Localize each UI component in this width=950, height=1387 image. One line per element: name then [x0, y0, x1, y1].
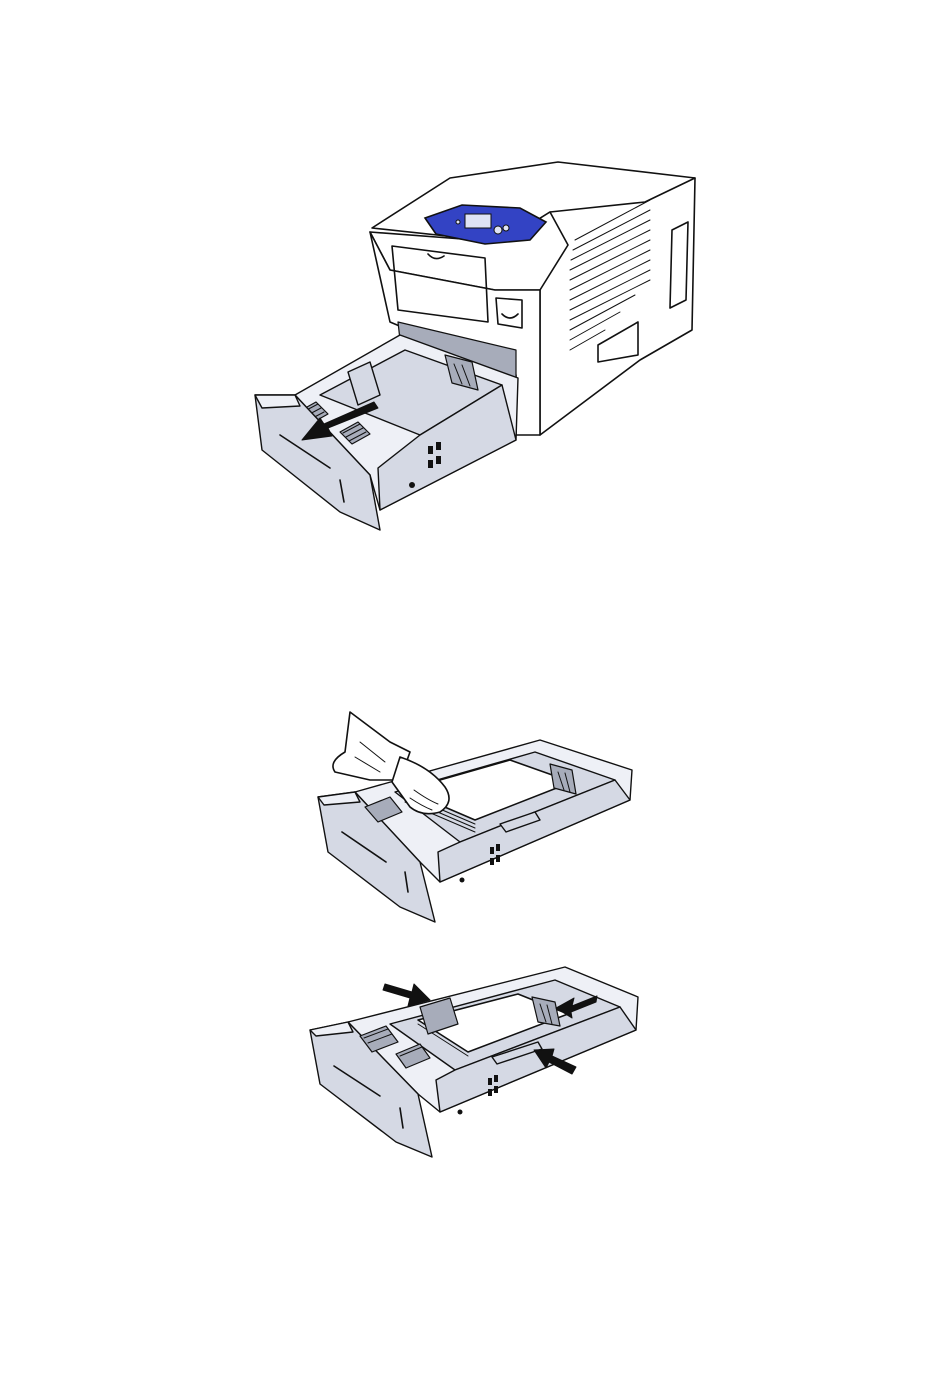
printer-tray-pulled-out-illustration: [240, 150, 710, 540]
control-panel-button-icon: [503, 225, 509, 231]
control-panel-button-icon: [456, 220, 460, 224]
adjust-paper-guides-illustration: [300, 962, 645, 1162]
control-panel-button-icon: [494, 226, 502, 234]
control-panel-display: [465, 214, 491, 228]
load-paper-illustration: [310, 712, 640, 927]
